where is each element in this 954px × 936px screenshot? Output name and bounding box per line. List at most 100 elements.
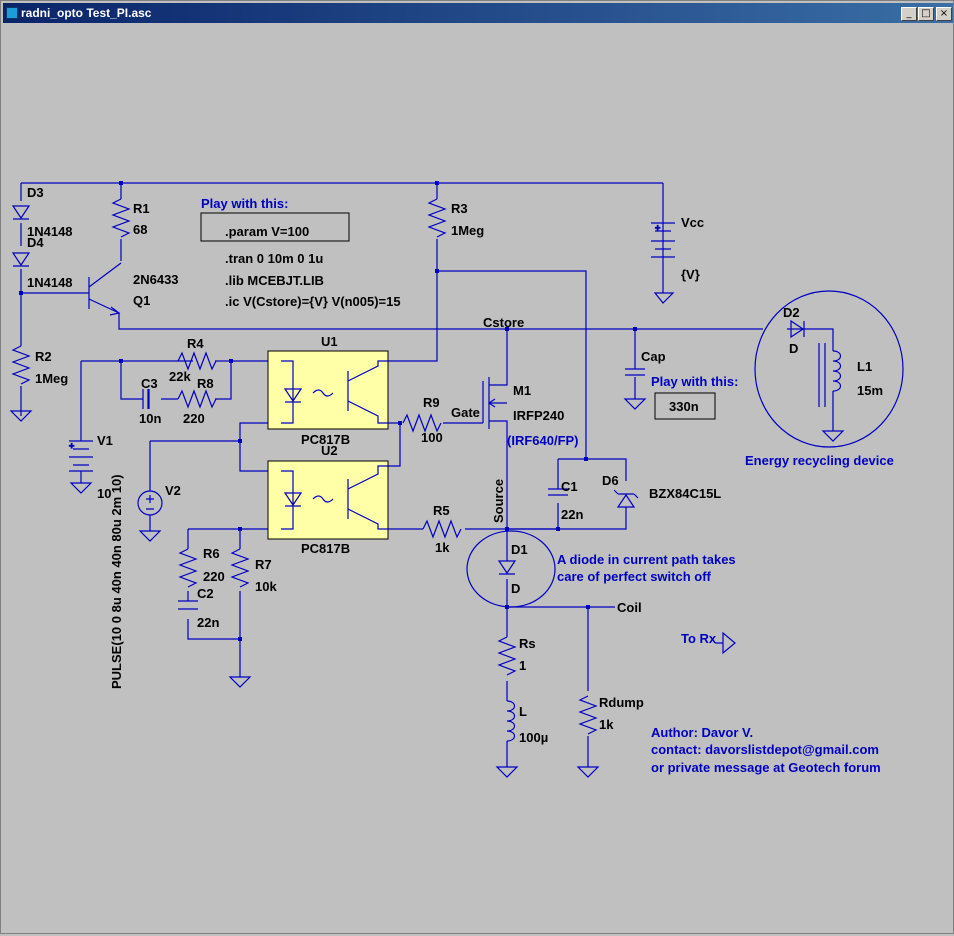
comment-diode-2: care of perfect switch off [557, 569, 712, 584]
minimize-button[interactable]: _ [901, 7, 917, 21]
param-box [200, 212, 350, 242]
window-title: radni_opto Test_PI.asc [21, 6, 152, 20]
r7-value: 10k [255, 579, 277, 594]
cap-value: 330n [669, 399, 699, 414]
wires [20, 182, 834, 767]
cap-name: Cap [641, 349, 666, 364]
r8-name: R8 [197, 376, 214, 391]
svg-text:+: + [69, 441, 74, 451]
directive-param: .param V=100 [225, 224, 309, 239]
u1-name: U1 [321, 334, 338, 349]
maximize-button[interactable]: □ [918, 7, 934, 21]
rdump-name: Rdump [599, 695, 644, 710]
v2-name: V2 [165, 483, 181, 498]
v1-source-symbol: + [68, 440, 93, 472]
c1-value: 22n [561, 507, 583, 522]
d1-highlight-ellipse [466, 530, 556, 608]
r2-value: 1Meg [35, 371, 68, 386]
u1-value: PC817B [301, 432, 350, 447]
r7-name: R7 [255, 557, 272, 572]
r1-value: 68 [133, 222, 147, 237]
r1-name: R1 [133, 201, 150, 216]
ground-symbols [9, 292, 845, 778]
capacitors [142, 368, 645, 610]
r5-name: R5 [433, 503, 450, 518]
r8-value: 220 [183, 411, 205, 426]
d4-name: D4 [27, 235, 44, 250]
l-name: L [519, 704, 527, 719]
r2-name: R2 [35, 349, 52, 364]
u2-value: PC817B [301, 541, 350, 556]
energy-recycling-ellipse [754, 290, 904, 448]
inductor-l1 [818, 343, 842, 407]
svg-text:+: + [655, 223, 660, 233]
d6-value: BZX84C15L [649, 486, 721, 501]
to-rx-arrow [715, 631, 736, 655]
d1-name: D1 [511, 542, 528, 557]
d2-value: D [789, 341, 798, 356]
net-to-rx: To Rx [681, 631, 717, 646]
d3-name: D3 [27, 185, 44, 200]
vcc-source-symbol: + [651, 222, 675, 261]
m1-name: M1 [513, 383, 531, 398]
r6-name: R6 [203, 546, 220, 561]
play-label: Play with this: [201, 196, 288, 211]
u2-name: U2 [321, 443, 338, 458]
ltspice-app-icon [6, 7, 18, 19]
r3-name: R3 [451, 201, 468, 216]
inductor-l [506, 700, 516, 742]
c2-name: C2 [197, 586, 214, 601]
directive-lib: .lib MCEBJT.LIB [225, 273, 324, 288]
comment-forum: or private message at Geotech forum [651, 760, 881, 775]
l1-value: 15m [857, 383, 883, 398]
rdump-value: 1k [599, 717, 614, 732]
r6-value: 220 [203, 569, 225, 584]
net-cstore: Cstore [483, 315, 524, 330]
vcc-name: Vcc [681, 215, 704, 230]
net-gate: Gate [451, 405, 480, 420]
d6-name: D6 [602, 473, 619, 488]
c2-value: 22n [197, 615, 219, 630]
d1-value: D [511, 581, 520, 596]
net-source: Source [491, 479, 506, 523]
l1-name: L1 [857, 359, 872, 374]
net-coil: Coil [617, 600, 642, 615]
r4-value: 22k [169, 369, 191, 384]
q1-transistor-symbol [83, 262, 122, 316]
l-value: 100µ [519, 730, 548, 745]
schematic-canvas[interactable]: + + [3, 23, 951, 931]
title-bar[interactable]: radni_opto Test_PI.asc _ □ × [3, 3, 953, 23]
resistors [11, 198, 598, 735]
c3-name: C3 [141, 376, 158, 391]
r5-value: 1k [435, 540, 450, 555]
r3-value: 1Meg [451, 223, 484, 238]
directive-ic: .ic V(Cstore)={V} V(n005)=15 [225, 294, 401, 309]
rs-value: 1 [519, 658, 526, 673]
diodes [11, 205, 805, 575]
q1-value: 2N6433 [133, 272, 179, 287]
u2-optocoupler [267, 460, 389, 540]
v1-value: 10 [97, 486, 111, 501]
close-button[interactable]: × [936, 7, 952, 21]
v1-pulse: PULSE(10 0 8u 40n 40n 80u 2m 10) [109, 474, 124, 689]
comment-diode-1: A diode in current path takes [557, 552, 736, 567]
m1-mosfet-symbol [482, 371, 508, 429]
play-label-2: Play with this: [651, 374, 738, 389]
comment-contact: contact: davorslistdepot@gmail.com [651, 742, 879, 757]
comment-author: Author: Davor V. [651, 725, 753, 740]
c3-value: 10n [139, 411, 161, 426]
m1-alt: (IRF640/FP) [507, 433, 579, 448]
vcc-value: {V} [681, 267, 700, 282]
m1-value: IRFP240 [513, 408, 564, 423]
v2-source-symbol [137, 490, 163, 516]
cap-value-box [654, 392, 716, 420]
u1-optocoupler [267, 350, 389, 430]
r9-value: 100 [421, 430, 443, 445]
r9-name: R9 [423, 395, 440, 410]
directive-tran: .tran 0 10m 0 1u [225, 251, 323, 266]
d4-value: 1N4148 [27, 275, 73, 290]
v1-name: V1 [97, 433, 113, 448]
r4-name: R4 [187, 336, 204, 351]
d3-value: 1N4148 [27, 224, 73, 239]
